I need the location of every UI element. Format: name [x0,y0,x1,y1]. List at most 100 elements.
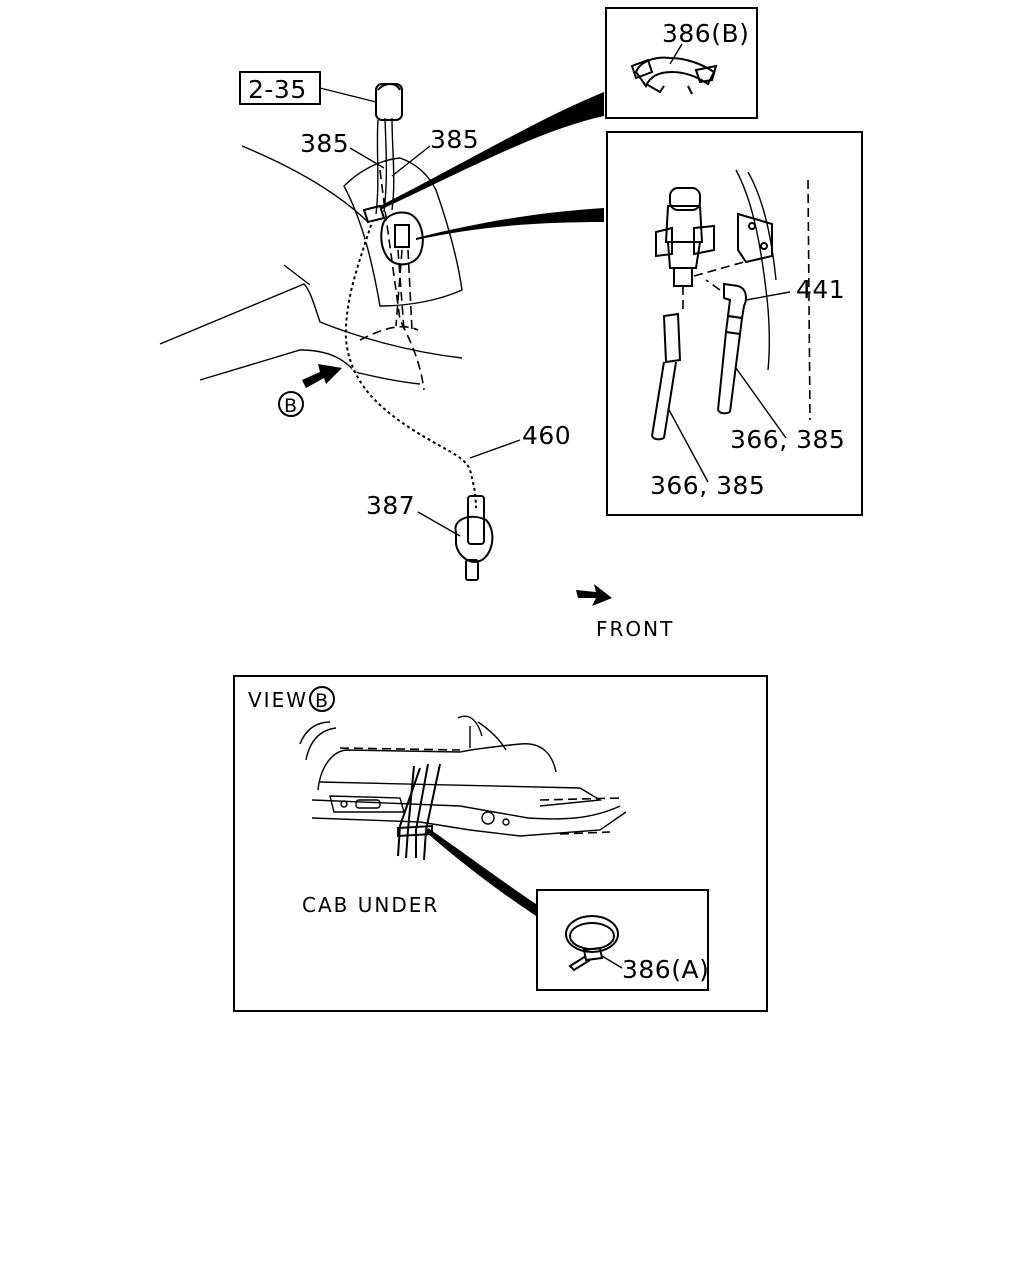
corrugated-hose-460-core [344,221,478,509]
leader-441 [745,291,791,301]
left-hose-side-a [651,361,665,437]
harness-wire-1 [375,119,379,215]
cab-under-frame-mid [311,799,621,820]
cab-under-outline-1 [299,721,337,761]
bracket-bolt-1 [748,222,756,230]
detail-box-386a [536,889,709,991]
front-label: FRONT [596,617,674,641]
view-b-marker: B [284,395,297,417]
cab-body-line [241,145,369,223]
ref-box-2-35 [239,71,321,105]
leader-366-385-left [667,407,709,483]
valve-solenoid-cap [669,187,701,211]
valve-mount-left [655,226,673,258]
label-387: 387 [366,491,415,520]
leader-460 [469,439,521,459]
cab-under-hose-1 [405,765,415,859]
bracket-bolt-2 [760,242,768,250]
leader-386b [669,43,683,65]
cable-tie-386a-drawing [565,915,619,972]
callout-wedge-386a [426,828,536,916]
hose-clip [362,204,386,224]
floor-line-upper [159,283,463,359]
valve-hoses-hidden [395,249,413,331]
cab-under-frame-top [319,781,603,807]
mounting-plate [343,157,463,307]
valve-body [380,211,424,266]
cab-under-drawing [299,715,627,861]
left-hose-side-b [663,361,677,439]
label-385-right: 385 [430,125,479,154]
elbow-link-dash [705,279,721,291]
right-hose-side-b [729,333,741,413]
label-366-385-right: 366, 385 [730,425,845,454]
callout-wedge-valve [416,208,604,240]
left-hose-fitting [662,312,682,364]
leader-387 [417,511,461,537]
hidden-hose-route [359,325,419,341]
leader-366-385-right [735,367,787,439]
label-386a: 386(A) [622,955,709,984]
cab-under-label: CAB UNDER [302,893,439,917]
leader-2-35 [319,87,377,103]
clip-386b-hook [694,64,718,84]
view-b-title: VIEW [248,688,308,712]
right-hose-end [717,409,731,415]
cable-tie-tail [568,955,591,972]
leader-386a [601,955,623,969]
cab-under-hole-3 [502,818,510,826]
label-385-left: 385 [300,129,349,158]
view-b-marker-circle [278,391,304,417]
hose-end-fitting [467,495,485,545]
label-460: 460 [522,421,571,450]
floor-edge [283,264,311,286]
clip-386b-foot [645,83,693,95]
callout-wedge-386b [380,92,604,210]
view-b-arrow [302,364,342,388]
clip-386b-tab [630,58,654,80]
label-386b: 386(B) [662,19,749,48]
valve-lower-body [666,241,702,269]
panel-edge [735,169,771,371]
valve-detail-drawing [651,169,811,441]
valve-mount-right [693,224,715,256]
corrugated-hose-460 [344,221,477,509]
leader-lines [319,87,604,537]
elbow-fitting-441 [723,282,747,320]
main-assembly-view [159,83,612,606]
clip-386b-drawing [630,56,718,95]
panel-hidden-edge [807,179,811,421]
hose-end-tip [465,559,479,581]
harness-wire-2 [383,117,388,213]
cable-tie-loop-outer [565,915,619,953]
view-b-inset-marker-circle [309,686,335,712]
detail-box-386b [605,7,758,119]
cab-under-hole-1 [340,800,348,808]
harness-wire-3 [391,117,395,211]
valve-link-dash [693,261,745,277]
left-hose-end [651,435,665,441]
leader-385-right [391,145,431,177]
valve-bracket [737,212,773,264]
cab-under-hole-2 [481,811,495,825]
detail-box-valve [606,131,863,516]
grommet-387 [454,515,494,563]
front-arrow [576,584,612,606]
cab-under-hose-3 [423,763,441,861]
ref-label-2-35: 2-35 [248,75,307,104]
right-hose-side-a [717,331,727,411]
cab-under-hidden-1 [339,747,461,751]
clip-386b-body [634,56,716,89]
harness-connector-top [377,83,401,91]
cab-under-body-curve [457,715,507,751]
valve-fitting [394,224,410,248]
view-b-inset-marker: B [315,690,328,712]
label-366-385-left: 366, 385 [650,471,765,500]
label-441: 441 [796,275,845,304]
cab-under-hidden-2 [539,797,621,835]
cab-under-slot-1 [355,799,381,809]
cab-under-hose-2 [415,763,429,858]
leader-385-left [349,147,385,169]
cab-under-hose-4 [397,767,421,857]
